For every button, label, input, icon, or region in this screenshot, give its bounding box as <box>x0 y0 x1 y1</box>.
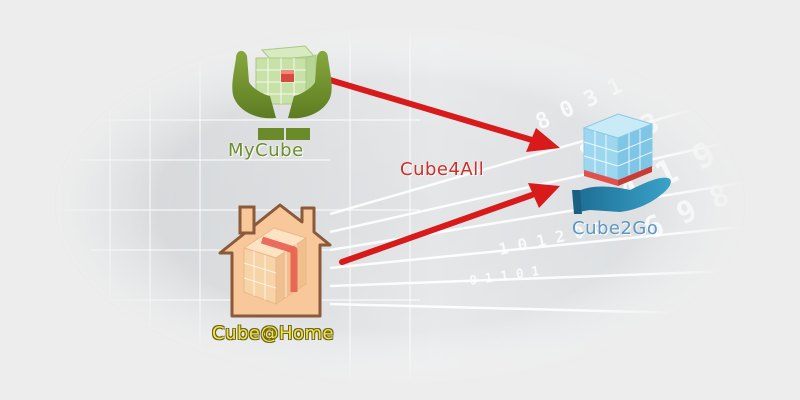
cube2go-label: Cube2Go <box>572 218 659 239</box>
hands-holding-cube-icon <box>232 45 332 140</box>
house-with-cube-icon <box>218 203 332 318</box>
orange-cube-icon <box>242 227 308 305</box>
background-texture: 8 0 3 1 8 6 3 4 1 9 6 9 8 1 0 1 2 0 0 0 … <box>55 25 745 385</box>
cube-at-home-label: Cube@Home <box>212 323 335 344</box>
blue-cube-icon <box>582 113 654 186</box>
hand-holding-cube-icon <box>572 113 671 214</box>
cube4all-connector-label: Cube4All <box>400 159 485 180</box>
mycube-label: MyCube <box>228 140 304 161</box>
arrow-mycube-to-cube2go <box>327 77 560 152</box>
arrow-cubehome-to-cube2go <box>339 183 560 265</box>
